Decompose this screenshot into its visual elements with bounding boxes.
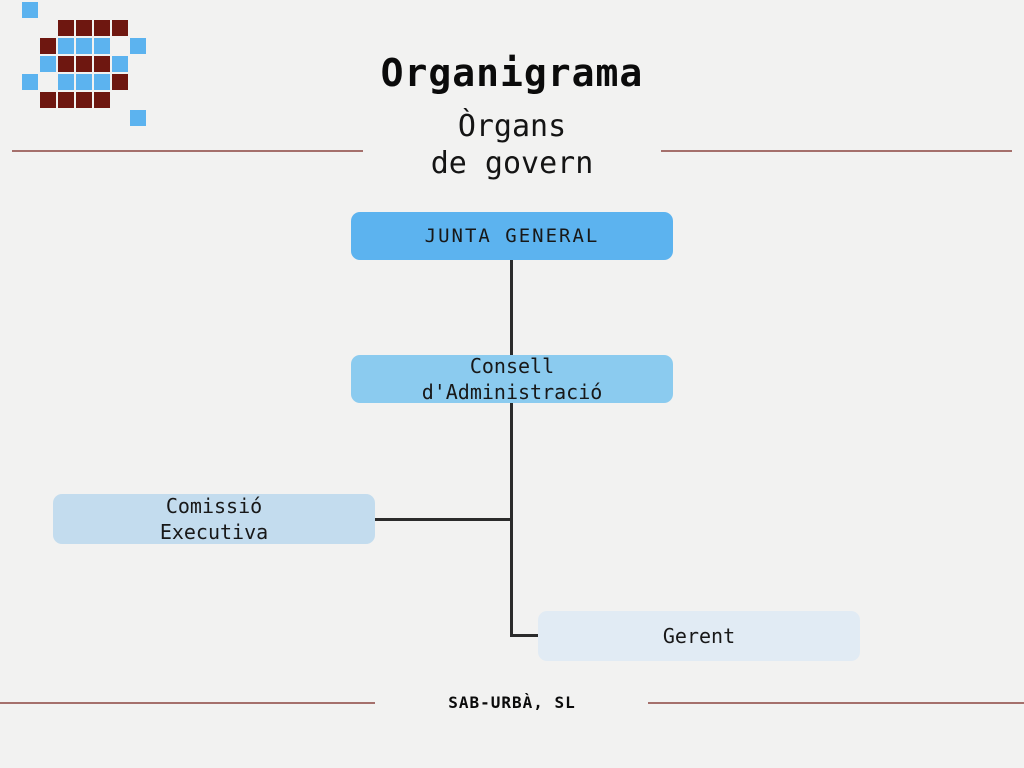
logo-cell-dark [58,92,74,108]
connector-to-gerent [510,634,540,637]
sab-urba-logo [22,2,152,127]
logo-cell-blue [58,74,74,90]
logo-cell-dark [94,20,110,36]
org-node-consell-administracio[interactable]: Consell d'Administració [351,354,673,404]
logo-cell-dark [94,92,110,108]
logo-cell-blue [94,74,110,90]
header-rule-right [661,150,1012,152]
logo-cell-dark [40,38,56,54]
logo-cell-blue [130,38,146,54]
logo-cell-blue [76,74,92,90]
logo-cell-blue [76,38,92,54]
org-node-junta-general[interactable]: JUNTA GENERAL [351,212,673,260]
logo-cell-dark [58,56,74,72]
footer-rule-right [648,702,1024,704]
logo-cell-blue [94,38,110,54]
logo-cell-blue [22,2,38,18]
logo-cell-blue [58,38,74,54]
header-rule-left [12,150,363,152]
logo-cell-dark [94,56,110,72]
connector-to-comissio [375,518,512,521]
logo-cell-blue [22,74,38,90]
logo-cell-dark [76,92,92,108]
connector-junta-to-consell [510,260,513,356]
logo-cell-dark [76,56,92,72]
logo-cell-dark [112,20,128,36]
logo-cell-dark [58,20,74,36]
logo-cell-blue [112,56,128,72]
footer-company-name: SAB-URBÀ, SL [448,693,576,712]
logo-cell-dark [40,92,56,108]
org-node-gerent[interactable]: Gerent [538,611,860,661]
footer-rule-left [0,702,375,704]
logo-cell-blue [130,110,146,126]
logo-cell-blue [40,56,56,72]
logo-cell-dark [112,74,128,90]
logo-cell-dark [76,20,92,36]
page-title: Organigrama [380,51,644,96]
org-node-comissio-executiva[interactable]: Comissió Executiva [53,494,375,544]
page-subtitle: Òrgans de govern [430,109,594,181]
